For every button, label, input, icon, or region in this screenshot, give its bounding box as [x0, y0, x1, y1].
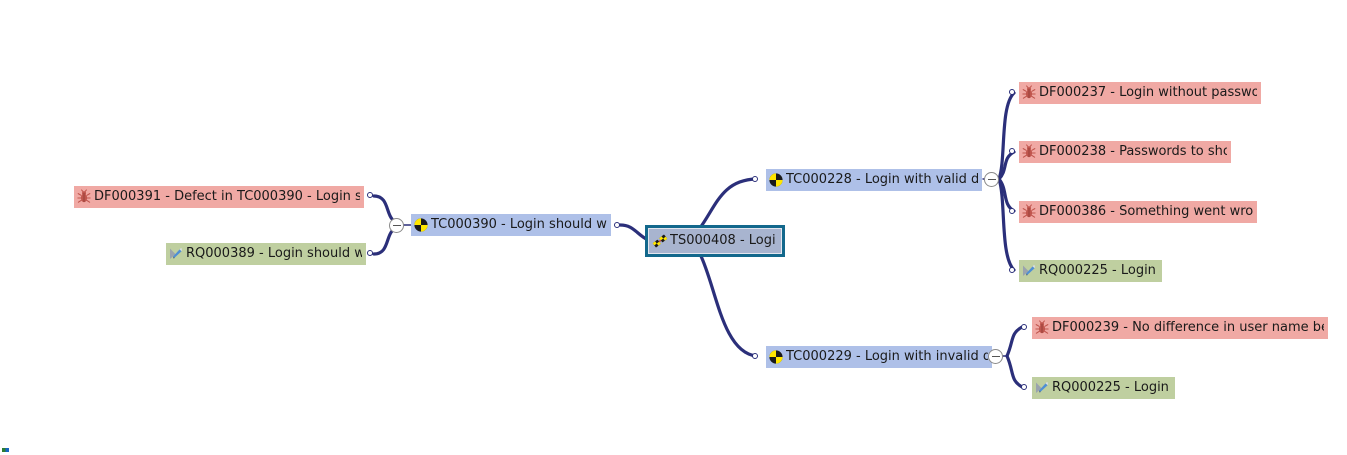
connector-endpoint: [752, 353, 758, 359]
node-label: TC000229 - Login with invalid data: [786, 349, 988, 364]
defect-bug-icon: [1021, 204, 1037, 220]
node-requirement-RQ000225-a[interactable]: RQ000225 - Login: [1019, 260, 1162, 282]
corner-marker: [2, 448, 9, 452]
collapse-toggle-TC000228[interactable]: [984, 172, 999, 187]
connector-endpoint: [1009, 89, 1015, 95]
node-defect-DF000239[interactable]: DF000239 - No difference in user name be…: [1032, 317, 1328, 339]
defect-bug-icon: [1021, 85, 1037, 101]
test-case-icon: [768, 172, 784, 188]
connector-endpoint: [367, 250, 373, 256]
node-defect-DF000391[interactable]: DF000391 - Defect in TC000390 - Login sh…: [74, 186, 364, 208]
node-label: DF000386 - Something went wrong: [1039, 204, 1253, 219]
node-defect-DF000237[interactable]: DF000237 - Login without password: [1019, 82, 1261, 104]
node-label: RQ000225 - Login: [1052, 380, 1169, 395]
test-suite-icon: [652, 233, 668, 249]
test-case-icon: [768, 349, 784, 365]
node-label: DF000391 - Defect in TC000390 - Login sh…: [94, 189, 360, 204]
connector-endpoint: [1021, 324, 1027, 330]
requirement-pencil-icon: [1021, 263, 1037, 279]
connector-endpoint: [1009, 148, 1015, 154]
node-defect-DF000238[interactable]: DF000238 - Passwords to short: [1019, 141, 1231, 163]
node-testcase-TC000390[interactable]: TC000390 - Login should work: [411, 214, 611, 236]
node-label: RQ000225 - Login: [1039, 263, 1156, 278]
requirement-pencil-icon: [168, 246, 184, 262]
node-root-TS000408[interactable]: TS000408 - Login: [645, 225, 785, 257]
node-defect-DF000386[interactable]: DF000386 - Something went wrong: [1019, 201, 1257, 223]
collapse-toggle-TC000229[interactable]: [988, 349, 1003, 364]
defect-bug-icon: [1034, 320, 1050, 336]
node-testcase-TC000229[interactable]: TC000229 - Login with invalid data: [766, 346, 992, 368]
connector-endpoint: [367, 192, 373, 198]
connector-endpoint: [1021, 384, 1027, 390]
node-label: TC000228 - Login with valid data: [786, 172, 978, 187]
node-label: DF000237 - Login without password: [1039, 85, 1257, 100]
connector-endpoint: [614, 222, 620, 228]
test-case-icon: [413, 217, 429, 233]
defect-bug-icon: [76, 189, 92, 205]
defect-bug-icon: [1021, 144, 1037, 160]
node-testcase-TC000228[interactable]: TC000228 - Login with valid data: [766, 169, 982, 191]
node-requirement-RQ000389[interactable]: RQ000389 - Login should work: [166, 243, 366, 265]
collapse-toggle-TC000390[interactable]: [389, 218, 404, 233]
node-label: DF000239 - No difference in user name be…: [1052, 320, 1324, 335]
connector-endpoint: [1009, 208, 1015, 214]
connector-endpoint: [1009, 267, 1015, 273]
node-label: RQ000389 - Login should work: [186, 246, 362, 261]
node-label: TS000408 - Login: [670, 233, 775, 248]
node-requirement-RQ000225-b[interactable]: RQ000225 - Login: [1032, 377, 1175, 399]
node-label: TC000390 - Login should work: [431, 217, 607, 232]
requirement-pencil-icon: [1034, 380, 1050, 396]
connector-endpoint: [752, 176, 758, 182]
node-label: DF000238 - Passwords to short: [1039, 144, 1227, 159]
